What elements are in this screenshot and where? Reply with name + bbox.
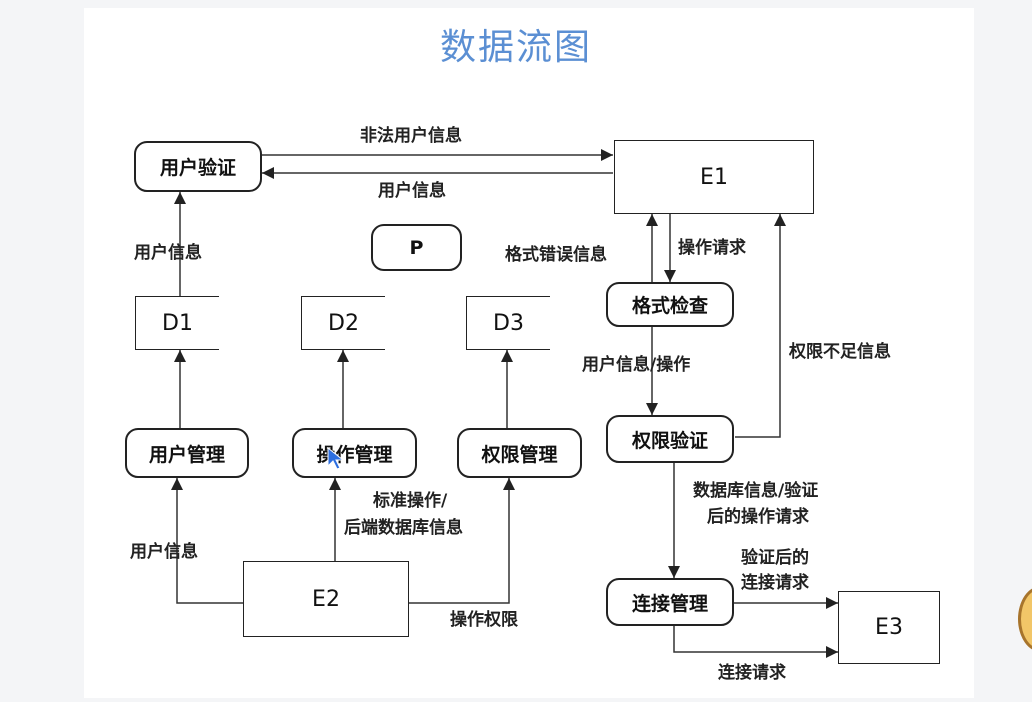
label-op-request: 操作请求 <box>678 238 746 258</box>
process-user-auth: 用户验证 <box>134 141 262 192</box>
label-user-info-top: 用户信息 <box>378 181 446 201</box>
label-op-perm: 操作权限 <box>450 610 518 630</box>
process-p: P <box>371 224 462 271</box>
label-std-op-2: 后端数据库信息 <box>344 518 463 538</box>
process-format-check: 格式检查 <box>606 282 734 327</box>
label-user-info-e2: 用户信息 <box>130 542 198 562</box>
diagram-title: 数据流图 <box>439 27 592 68</box>
label-illegal-user-info: 非法用户信息 <box>360 126 462 146</box>
label-conn-request: 连接请求 <box>718 663 786 683</box>
store-d2: D2 <box>301 296 385 350</box>
process-perm-mgmt: 权限管理 <box>457 428 582 478</box>
mouse-cursor-icon <box>327 447 345 470</box>
label-db-info-2: 后的操作请求 <box>707 507 809 527</box>
store-d1: D1 <box>135 296 219 350</box>
label-insufficient-perm: 权限不足信息 <box>789 342 891 362</box>
flow-conn-request <box>673 626 838 658</box>
label-db-info-1: 数据库信息/验证 <box>693 481 819 501</box>
label-format-error-info: 格式错误信息 <box>505 245 607 265</box>
flow-e2-to-usermgmt <box>171 478 243 604</box>
process-perm-verify: 权限验证 <box>606 415 734 463</box>
entity-e1: E1 <box>614 140 814 214</box>
diagram-canvas <box>84 8 974 698</box>
flow-e2-to-permmgmt <box>409 478 515 604</box>
process-op-mgmt: 操作管理 <box>292 428 417 478</box>
label-verified-1: 验证后的 <box>741 548 809 568</box>
label-verified-2: 连接请求 <box>741 573 809 593</box>
label-std-op-1: 标准操作/ <box>373 491 448 511</box>
flow-insufficient-perm <box>735 214 786 438</box>
label-user-info-d1: 用户信息 <box>134 243 202 263</box>
process-conn-mgmt: 连接管理 <box>606 578 734 626</box>
entity-e2: E2 <box>243 561 409 637</box>
entity-e3: E3 <box>838 591 940 664</box>
store-d3: D3 <box>466 296 550 350</box>
process-user-mgmt: 用户管理 <box>125 428 249 478</box>
label-user-info-op: 用户信息/操作 <box>582 355 691 375</box>
